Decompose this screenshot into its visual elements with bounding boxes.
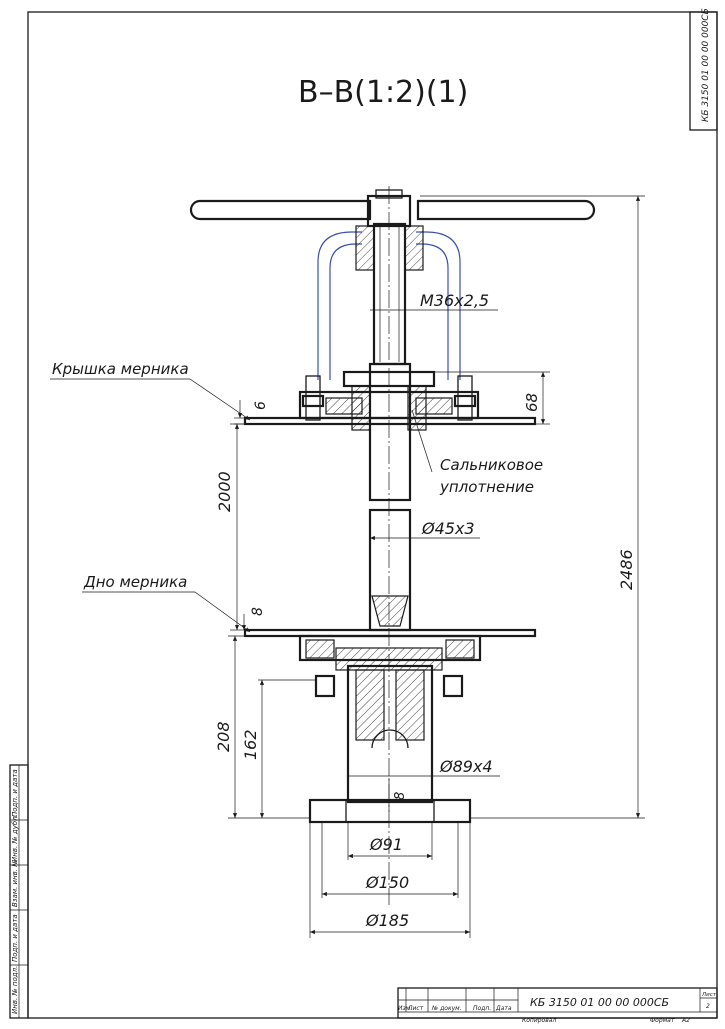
title-code: КБ 3150 01 00 00 000СБ	[530, 996, 669, 1009]
pipe-callout: Ø45х3	[370, 519, 480, 541]
lower-housing	[243, 628, 537, 824]
title-format-label: Формат	[650, 1017, 675, 1024]
dim-162-text: 162	[241, 729, 260, 760]
dim-68: 68	[434, 371, 550, 425]
dim-2000-text: 2000	[215, 471, 234, 512]
label-lid: Крышка мерника	[52, 360, 189, 378]
dim-6: 6	[234, 400, 269, 425]
sleeve-callout: Ø89х4	[348, 757, 500, 777]
dim-208: 208	[214, 635, 310, 819]
left-strip-cell-3: Инв. № дубл.	[11, 814, 19, 862]
title-col-list: Лист	[407, 1005, 424, 1012]
label-gland-line1: Сальниковое	[440, 456, 543, 474]
sheet-frame	[27, 11, 718, 1019]
dim-d150-text: Ø150	[365, 873, 409, 892]
dim-8-bottom: 8	[241, 607, 266, 630]
title-col-izm: Изм.	[398, 1005, 412, 1012]
vertical-stamp: КБ 3150 01 00 00 000СБ	[689, 8, 718, 131]
dim-pipe: Ø45х3	[421, 519, 475, 538]
dim-d150: Ø150	[321, 822, 459, 898]
title-col-sign: Подп.	[473, 1005, 491, 1012]
left-strip: Инв. № подл. Подп. и дата Взам. инв. № И…	[9, 764, 29, 1019]
section-title: В–В(1:2)(1)	[298, 75, 468, 110]
title-block: Изм. Лист № докум. Подп. Дата КБ 3150 01…	[397, 987, 718, 1024]
yoke	[317, 222, 461, 380]
dim-8-text: 8	[250, 607, 266, 616]
dim-thread: М36х2,5	[420, 291, 489, 310]
thread-callout: М36х2,5	[370, 291, 498, 311]
dim-d185-text: Ø185	[365, 911, 409, 930]
gland-assembly	[243, 370, 537, 431]
dim-162: 162	[241, 679, 316, 818]
label-bottom: Дно мерника	[83, 573, 187, 591]
leader-lid: Крышка мерника	[50, 360, 251, 421]
dim-d91: Ø91	[347, 822, 433, 860]
left-strip-cell-1: Подп. и дата	[11, 914, 19, 962]
dim-2486: 2486	[420, 195, 645, 819]
pipe	[368, 362, 412, 632]
dim-slot8: 8	[393, 792, 408, 800]
dim-d91-text: Ø91	[369, 835, 403, 854]
title-sheet-number: 2	[706, 1003, 710, 1010]
leader-bottom: Дно мерника	[82, 573, 251, 633]
left-strip-cell-2: Взам. инв. №	[11, 859, 19, 907]
vertical-stamp-text: КБ 3150 01 00 00 000СБ	[701, 8, 711, 122]
slot-dim: 8	[388, 778, 408, 812]
dim-d185: Ø185	[309, 822, 471, 938]
title-format-value: А2	[681, 1017, 690, 1024]
label-gland-line2: уплотнение	[439, 478, 534, 496]
title-sheet-label: Лист	[701, 992, 717, 998]
title-copied: Копировал	[522, 1017, 556, 1024]
dim-2000: 2000	[215, 423, 245, 631]
title-col-date: Дата	[495, 1005, 512, 1012]
leader-gland: Сальниковое уплотнение	[411, 409, 543, 496]
dim-6-text: 6	[253, 401, 269, 410]
dim-sleeve: Ø89х4	[439, 757, 493, 776]
dim-68-text: 68	[523, 393, 541, 412]
title-col-doc: № докум.	[431, 1005, 462, 1012]
left-strip-cell-0: Инв. № подл.	[11, 966, 19, 1014]
lid-plate	[243, 416, 537, 426]
left-strip-cell-4: Подп. и дата	[11, 769, 19, 817]
dim-208-text: 208	[214, 721, 233, 752]
dim-2486-text: 2486	[617, 549, 636, 590]
